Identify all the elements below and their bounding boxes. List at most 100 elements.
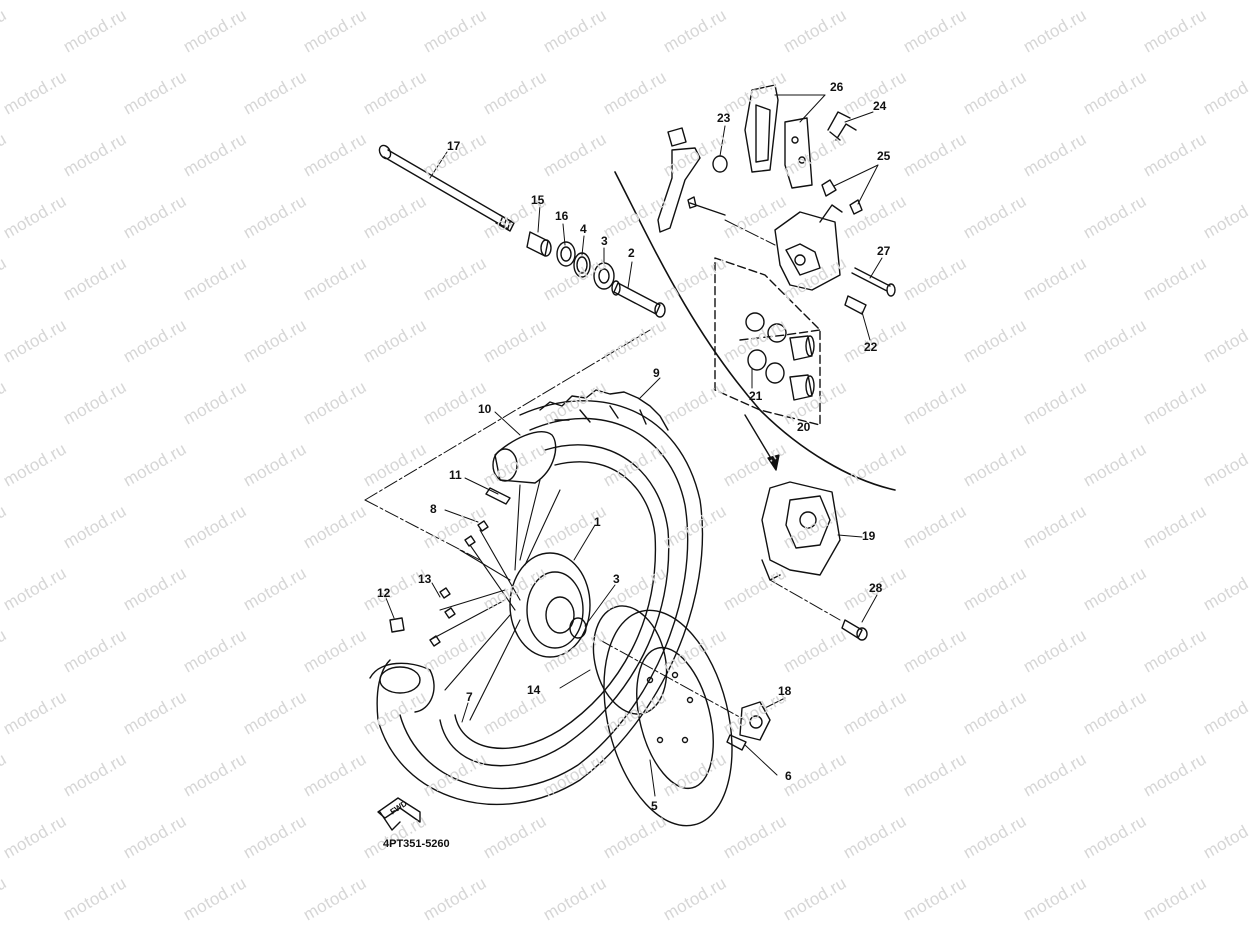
watermark-text: motod.ru xyxy=(60,873,130,925)
watermark-text: motod.ru xyxy=(0,749,10,801)
watermark-text: motod.ru xyxy=(900,5,970,57)
callout-24: 24 xyxy=(873,99,887,113)
watermark-text: motod.ru xyxy=(180,749,250,801)
watermark-text: motod.ru xyxy=(960,687,1030,739)
callout-5: 5 xyxy=(651,799,658,813)
watermark-text: motod.ru xyxy=(660,749,730,801)
watermark-text: motod.ru xyxy=(1080,687,1150,739)
watermark-text: motod.ru xyxy=(540,129,610,181)
callout-22: 22 xyxy=(864,340,878,354)
watermark-text: motod.ru xyxy=(300,129,370,181)
watermark-text: motod.ru xyxy=(60,625,130,677)
watermark-text: motod.ru xyxy=(180,501,250,553)
seal-kit-outline xyxy=(714,257,821,426)
watermark-text: motod.ru xyxy=(0,253,10,305)
watermark-text: motod.ru xyxy=(0,811,70,863)
valve xyxy=(485,487,511,505)
hub xyxy=(509,552,591,658)
caliper-bolt xyxy=(844,295,867,315)
caliper-mount-bolt xyxy=(841,619,868,641)
watermark-text: motod.ru xyxy=(60,129,130,181)
watermark-text: motod.ru xyxy=(480,67,550,119)
watermark-text: motod.ru xyxy=(480,439,550,491)
watermark-text: motod.ru xyxy=(540,253,610,305)
callout-20: 20 xyxy=(797,420,811,434)
watermark-text: motod.ru xyxy=(300,5,370,57)
watermark-text: motod.ru xyxy=(1080,315,1150,367)
callout-8: 8 xyxy=(430,502,437,516)
watermark-text: motod.ru xyxy=(900,377,970,429)
watermark-text: motod.ru xyxy=(600,811,670,863)
watermark-text: motod.ru xyxy=(0,687,70,739)
watermark-text: motod.ru xyxy=(1140,873,1210,925)
watermark-text: motod.ru xyxy=(600,191,670,243)
watermark-text: motod.ru xyxy=(780,501,850,553)
watermark-text: motod.ru xyxy=(540,873,610,925)
watermark-text: motod.ru xyxy=(180,5,250,57)
piston-seals xyxy=(745,312,787,384)
callout-4: 4 xyxy=(580,222,587,236)
watermark-text: motod.ru xyxy=(780,129,850,181)
watermark-text: motod.ru xyxy=(600,67,670,119)
watermark-text: motod.ru xyxy=(480,315,550,367)
watermark-text: motod.ru xyxy=(840,811,910,863)
watermark-text: motod.ru xyxy=(780,873,850,925)
watermark-text: motod.ru xyxy=(240,811,310,863)
watermark-text: motod.ru xyxy=(60,5,130,57)
watermark-text: motod.ru xyxy=(660,129,730,181)
watermark-text: motod.ru xyxy=(1200,439,1250,491)
watermark-text: motod.ru xyxy=(60,749,130,801)
rim xyxy=(439,444,670,767)
watermark-text: motod.ru xyxy=(240,439,310,491)
watermark-text: motod.ru xyxy=(720,439,790,491)
watermark-text: motod.ru xyxy=(720,315,790,367)
tube xyxy=(369,431,557,713)
watermark-text: motod.ru xyxy=(600,439,670,491)
watermark-text: motod.ru xyxy=(900,749,970,801)
watermark-text: motod.ru xyxy=(0,377,10,429)
watermark-text: motod.ru xyxy=(660,625,730,677)
watermark-text: motod.ru xyxy=(0,439,70,491)
watermark-text: motod.ru xyxy=(1140,625,1210,677)
caliper-full xyxy=(761,481,841,581)
pistons xyxy=(789,335,815,401)
watermark-text: motod.ru xyxy=(240,191,310,243)
watermark-text: motod.ru xyxy=(0,501,10,553)
callout-10: 10 xyxy=(478,402,492,416)
watermark-text: motod.ru xyxy=(1140,129,1210,181)
watermark-text: motod.ru xyxy=(240,687,310,739)
watermark-text: motod.ru xyxy=(600,563,670,615)
watermark-text: motod.ru xyxy=(600,687,670,739)
watermark-text: motod.ru xyxy=(1200,811,1250,863)
watermark-text: motod.ru xyxy=(600,315,670,367)
watermark-text: motod.ru xyxy=(1140,501,1210,553)
watermark-text: motod.ru xyxy=(0,191,70,243)
callout-1: 1 xyxy=(594,515,601,529)
watermark-text: motod.ru xyxy=(960,439,1030,491)
watermark-text: motod.ru xyxy=(1080,191,1150,243)
callout-15: 15 xyxy=(531,193,545,207)
caliper-assembly xyxy=(687,196,843,291)
watermark-text: motod.ru xyxy=(420,625,490,677)
callout-12: 12 xyxy=(377,586,391,600)
watermark-text: motod.ru xyxy=(240,315,310,367)
watermark-text: motod.ru xyxy=(420,129,490,181)
watermark-text: motod.ru xyxy=(120,439,190,491)
callout-19: 19 xyxy=(862,529,876,543)
watermark-text: motod.ru xyxy=(1140,5,1210,57)
callout-7: 7 xyxy=(466,690,473,704)
callout-3-hub: 3 xyxy=(613,572,620,586)
watermark-text: motod.ru xyxy=(120,67,190,119)
watermark-text: motod.ru xyxy=(300,625,370,677)
oil-seal xyxy=(556,241,576,267)
axle-shaft xyxy=(378,144,515,232)
fwd-arrow xyxy=(377,797,421,831)
callout-3-bearing: 3 xyxy=(601,234,608,248)
watermark-text: motod.ru xyxy=(900,501,970,553)
watermark-text: motod.ru xyxy=(360,687,430,739)
collar xyxy=(526,231,552,257)
callout-9: 9 xyxy=(653,366,660,380)
pad-pin xyxy=(851,267,896,297)
